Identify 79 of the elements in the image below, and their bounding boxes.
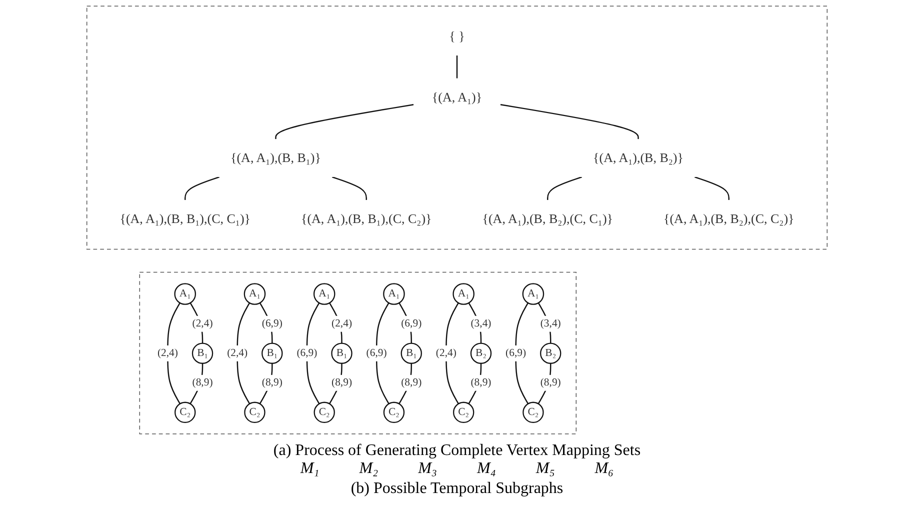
connector [306,302,320,404]
connector [538,363,552,404]
edge-label: (3,4) [470,318,492,330]
connector [167,302,181,404]
node-circle: C₂ [383,402,405,423]
subgraph-label: M₁ [300,460,320,478]
node-circle: C₂ [522,402,544,423]
edge-label: (6,9) [262,318,282,330]
edge-label: (8,9) [192,377,213,389]
connector [376,302,390,404]
connector [500,104,639,140]
node-circle: A₁ [383,283,405,305]
node-circle: B₁ [262,342,283,364]
node-circle: B₂ [470,342,492,364]
subgraph-label: M₂ [359,460,378,478]
node-text: {(A, A₁),(B, B₁),(C, C₁)} [120,211,251,226]
connector [515,302,529,404]
connector [446,302,460,404]
node-circle: A₁ [313,283,336,305]
edge-label: (6,9) [506,348,526,360]
node-circle: C₂ [314,402,335,423]
cluster [86,6,828,250]
connector [468,302,482,344]
node-circle: C₂ [453,402,474,423]
connector [694,176,730,200]
connector [398,302,412,344]
edge-label: (2,4) [192,318,213,330]
edge-label: (6,9) [401,318,422,330]
subgraph-label: M₅ [536,460,555,478]
connector [538,302,552,344]
node-text: {(A, A₁),(B, B₂)} [593,150,684,166]
node-circle: A₁ [174,283,196,305]
connector [259,302,273,344]
node-text: { } [449,29,465,44]
edge-label: (3,4) [540,318,561,330]
connector [398,363,412,404]
connector [190,302,204,344]
figure-caption: (b) Possible Temporal Subgraphs [350,480,564,498]
connector [259,363,273,404]
edge-label: (2,4) [332,318,352,330]
connector [468,363,482,404]
connector [456,55,458,78]
node-circle: A₁ [452,283,474,305]
node-text: {(A, A₁),(B, B₂),(C, C₁)} [482,211,614,226]
subgraph-label: M₆ [594,460,614,478]
connector [547,176,582,200]
edge-label: (8,9) [540,377,561,389]
node-circle: C₂ [174,402,196,423]
edge-label: (6,9) [296,348,318,360]
connector [184,176,220,200]
edge-label: (8,9) [262,377,282,389]
edge-label: (8,9) [401,377,422,389]
edge-label: (8,9) [332,377,352,389]
subgraph-label: M₄ [476,460,496,478]
edge-label: (2,4) [157,348,178,360]
node-text: {(A, A₁)} [432,90,482,104]
connector [236,302,250,404]
figure-caption: (a) Process of Generating Complete Vertex Mapping Sets [273,442,641,460]
connector [275,104,414,140]
connector [190,363,204,404]
edge-label: (6,9) [366,348,387,360]
node-circle: B₁ [331,342,352,364]
node-circle: B₁ [192,342,214,364]
node-circle: A₁ [522,283,544,305]
node-text: {(A, A₁),(B, B₁)} [230,150,321,166]
edge-label: (2,4) [436,348,456,360]
subgraph-label: M₃ [418,460,437,478]
connector [328,363,342,404]
edge-label: (2,4) [227,348,248,360]
edge-label: (8,9) [470,377,492,389]
cluster [139,272,577,434]
node-circle: B₁ [400,342,422,364]
connector [332,176,367,200]
node-text: {(A, A₁),(B, B₁),(C, C₂)} [300,211,432,226]
node-circle: C₂ [244,402,266,423]
node-text: {(A, A₁),(B, B₂),(C, C₂)} [663,211,794,226]
node-circle: B₂ [540,342,562,364]
connector [329,302,342,344]
node-circle: A₁ [244,283,266,305]
